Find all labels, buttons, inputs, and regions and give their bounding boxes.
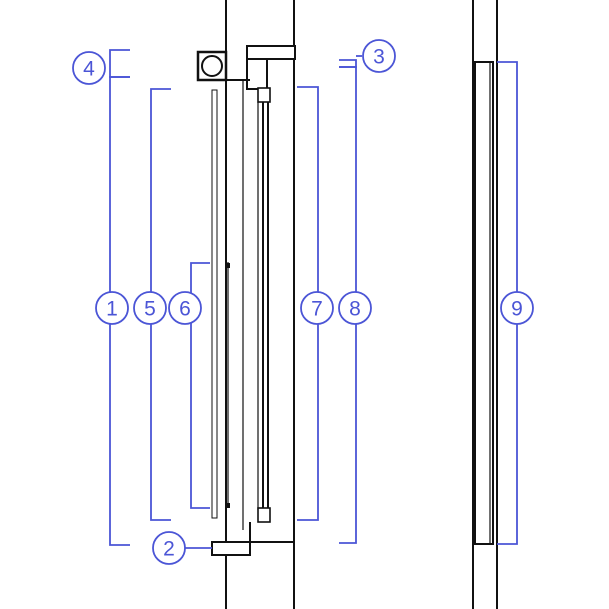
callout-1: 1 [95,291,129,325]
callout-2: 2 [152,531,186,565]
callouts: 4 3 1 5 6 7 8 9 [72,39,534,565]
callout-5-label: 5 [144,298,156,321]
panel-cap-top [227,263,230,268]
inner-panel [211,89,230,519]
panel-cap-bottom [227,503,230,508]
callout-7: 7 [300,291,334,325]
callout-8: 8 [338,291,372,325]
wall-lines-right [472,0,498,609]
fixing-box [196,50,228,82]
bracket-6 [190,262,210,509]
frame-lines [242,80,269,530]
wall-lines-left [225,0,295,609]
top-plate [226,45,296,103]
fixing-circle [201,55,223,77]
callout-3: 3 [362,39,396,73]
right-panel [474,61,494,545]
callout-6: 6 [168,291,202,325]
bottom-plate [211,507,294,556]
callout-5: 5 [133,291,167,325]
sill-clip [257,507,271,523]
head-bracket [246,58,268,90]
callout-6-label: 6 [179,298,191,321]
callout-9: 9 [500,291,534,325]
callout-4: 4 [72,51,106,85]
callout-9-label: 9 [511,298,523,321]
head-clip [257,87,271,103]
bracket-4 [109,49,130,78]
callout-4-label: 4 [83,58,95,81]
callout-7-label: 7 [311,298,323,321]
callout-2-label: 2 [163,538,175,561]
callout-3-label: 3 [373,46,385,69]
callout-8-label: 8 [349,298,361,321]
head-plate [246,45,296,60]
callout-1-label: 1 [106,298,118,321]
bracket-3 [339,59,357,68]
panel-board [211,89,218,519]
sill-plate [211,541,251,556]
